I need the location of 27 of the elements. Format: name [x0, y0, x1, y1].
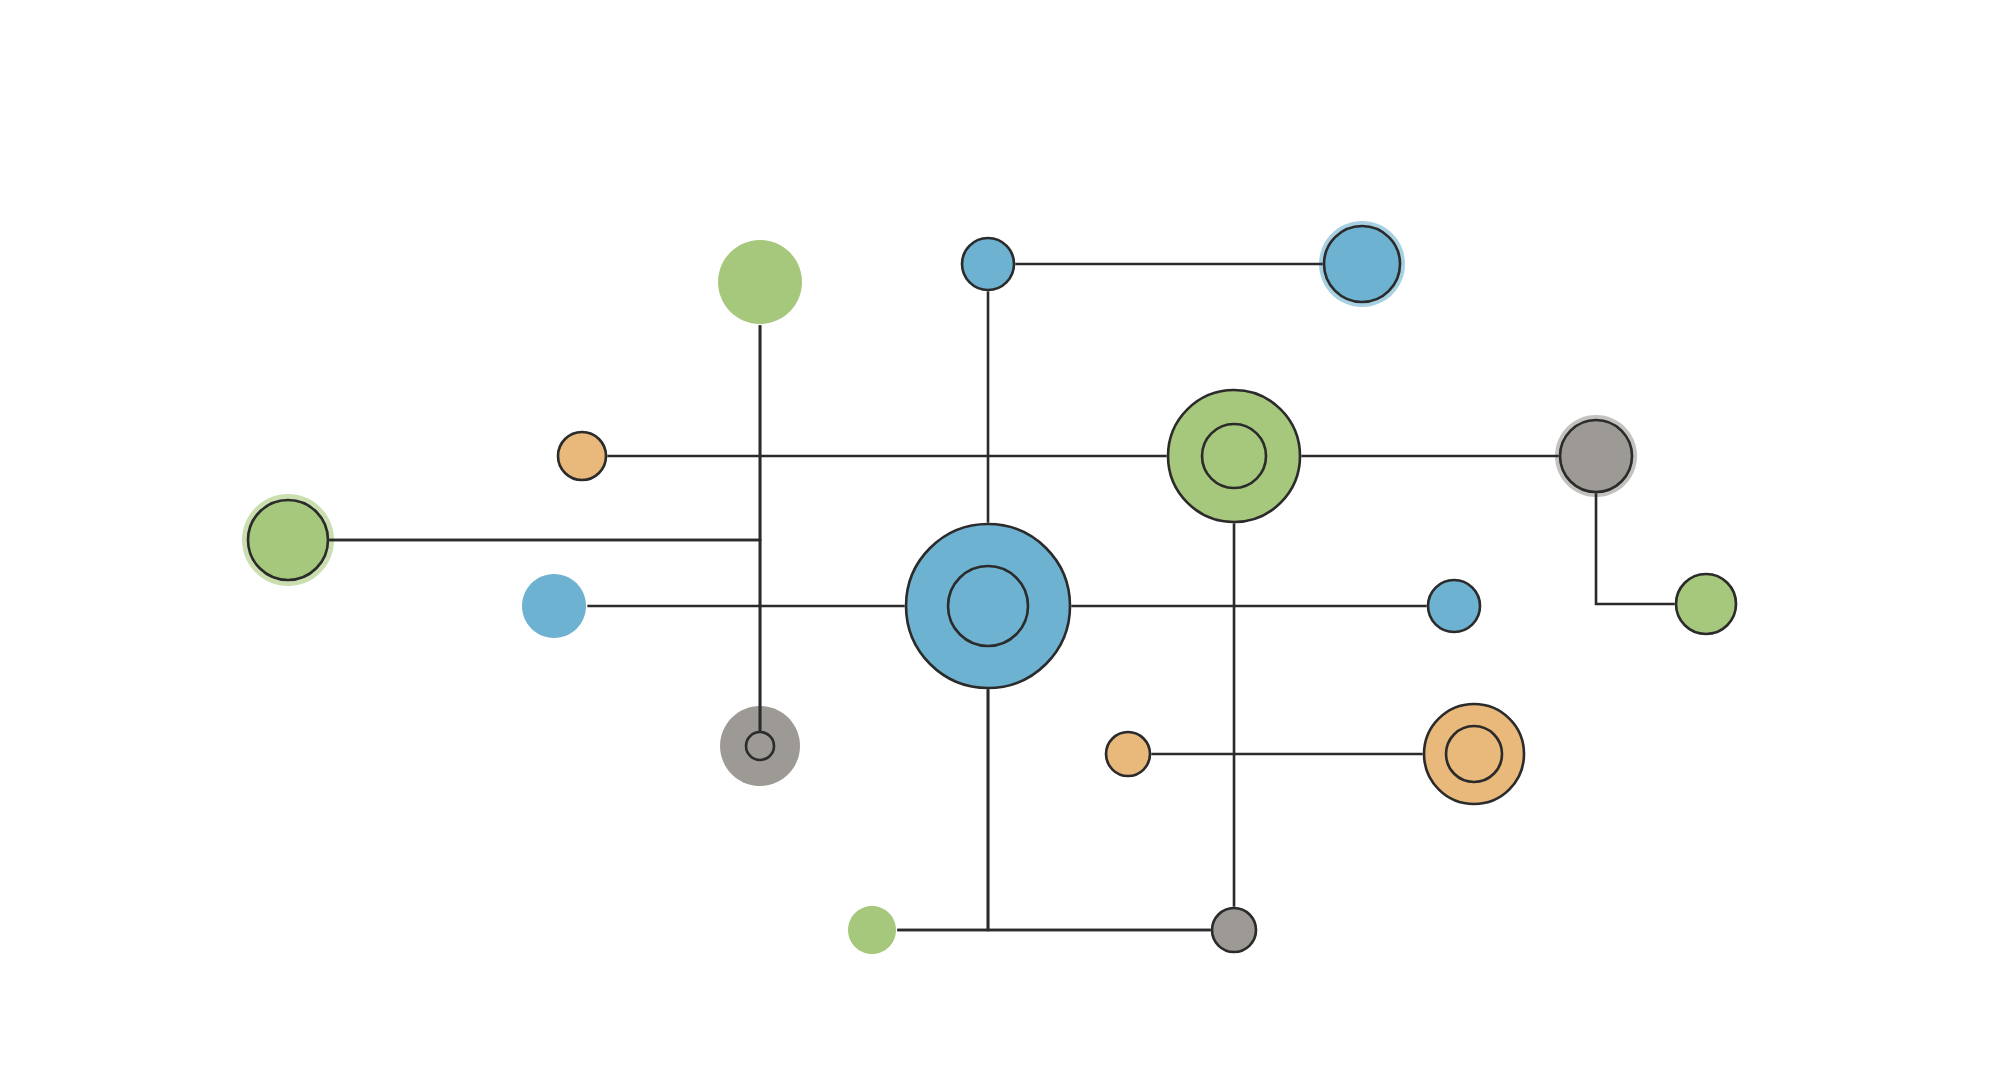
- concentric-circle: [1422, 702, 1526, 806]
- connector-line: [1071, 604, 1427, 608]
- connector-line: [329, 538, 762, 732]
- connector-line: [607, 454, 1167, 458]
- connector-line: [1301, 454, 1559, 458]
- concentric-circle: [720, 706, 800, 786]
- connector-line: [1015, 262, 1323, 266]
- circle-node: [1555, 415, 1637, 497]
- circle-node: [1104, 730, 1152, 778]
- circle-node: [556, 430, 608, 482]
- connector-line: [986, 689, 1211, 932]
- connector-line: [1232, 523, 1236, 907]
- connector-line: [986, 291, 990, 523]
- connector-line: [1594, 493, 1675, 606]
- concentric-circle: [1166, 388, 1302, 524]
- circle-node: [242, 494, 334, 586]
- circle-node: [1319, 221, 1405, 307]
- connector-line: [1151, 752, 1423, 756]
- circle-node: [522, 574, 586, 638]
- circle-node: [1426, 578, 1482, 634]
- circle-node: [1210, 906, 1258, 954]
- circle-node: [718, 240, 802, 324]
- circle-node: [1674, 572, 1738, 636]
- concentric-circle: [904, 522, 1072, 690]
- circle-node: [848, 906, 896, 954]
- connector-line: [587, 604, 905, 608]
- circle-node: [960, 236, 1016, 292]
